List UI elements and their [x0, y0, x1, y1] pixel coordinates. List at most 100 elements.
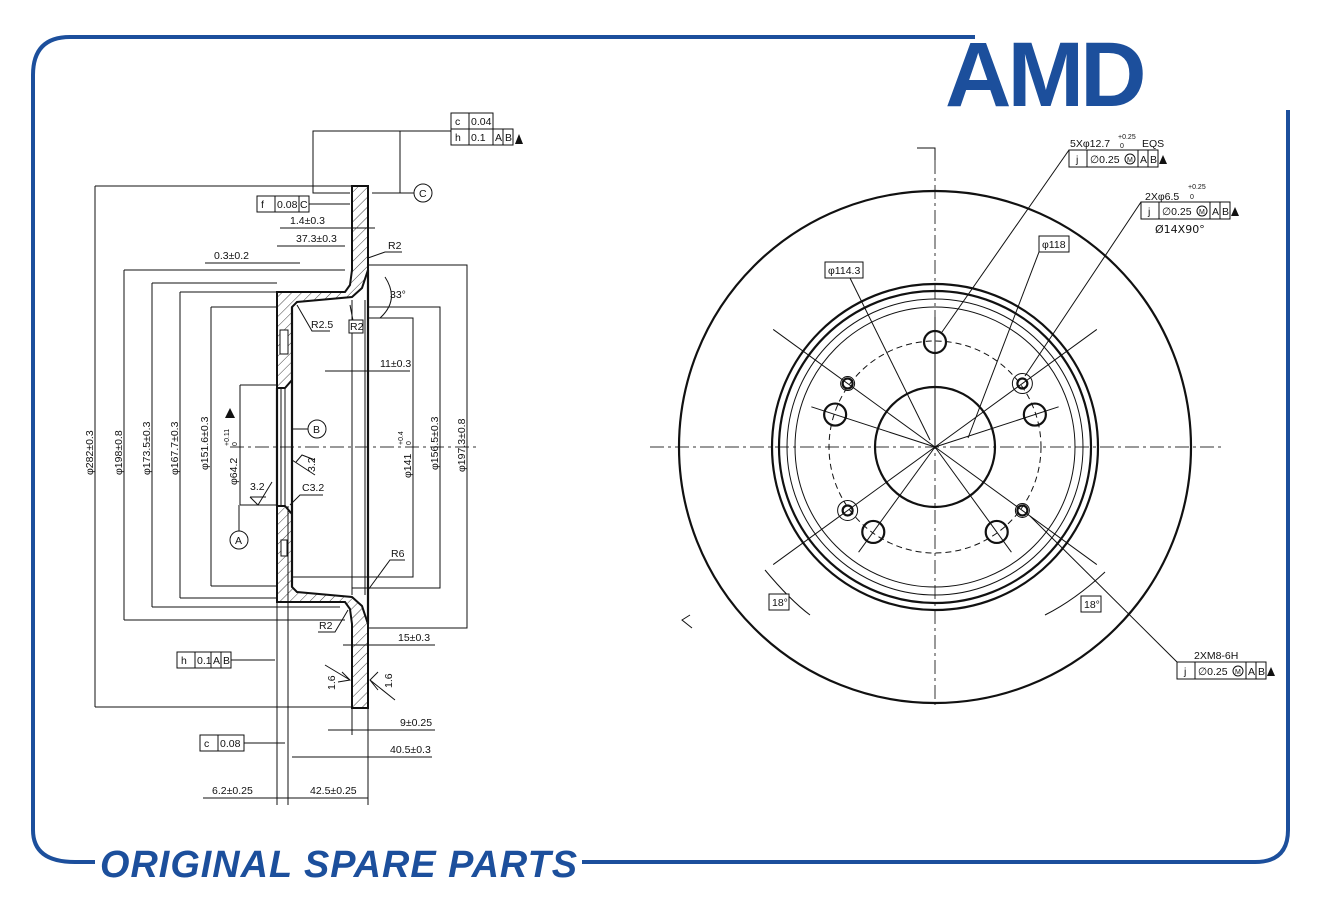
side-section-view: c 0.04 h 0.1 A B C f 0.08 C 1.4±0.3 37.3…	[84, 112, 523, 805]
radial-line	[811, 406, 936, 448]
threaded-hole	[1016, 504, 1029, 517]
svg-text:c: c	[204, 738, 209, 750]
svg-text:∅0.25: ∅0.25	[1162, 206, 1192, 218]
svg-text:0.04: 0.04	[471, 116, 492, 128]
svg-text:A: A	[1140, 154, 1147, 166]
fcf-bolt-holes: j ∅0.25 M A B	[1068, 149, 1167, 168]
svg-text:R2.5: R2.5	[311, 319, 333, 331]
svg-text:B: B	[1258, 666, 1265, 678]
svg-text:R6: R6	[391, 548, 405, 560]
pin-hole	[1016, 377, 1029, 390]
svg-text:∅0.25: ∅0.25	[1090, 154, 1120, 166]
bolt-hole	[861, 519, 886, 545]
svg-text:Ø14X90°: Ø14X90°	[1155, 223, 1205, 236]
svg-text:C3.2: C3.2	[302, 482, 324, 494]
svg-text:φ173.5±0.3: φ173.5±0.3	[141, 421, 153, 475]
svg-text:B: B	[313, 424, 320, 436]
fcf-pin-holes: j ∅0.25 M A B	[1140, 201, 1239, 220]
svg-text:M: M	[1235, 669, 1241, 676]
svg-text:R2: R2	[350, 321, 364, 333]
bolt-circle	[828, 340, 1042, 554]
svg-text:A: A	[213, 655, 220, 667]
original-spare-parts-banner: ORIGINAL SPARE PARTS	[100, 844, 578, 886]
svg-text:φ118: φ118	[1042, 239, 1066, 251]
svg-text:M: M	[1199, 209, 1205, 216]
svg-text:j: j	[1147, 206, 1150, 218]
radial-line	[934, 446, 1098, 565]
svg-text:1.4±0.3: 1.4±0.3	[290, 215, 325, 227]
svg-text:+0.11: +0.11	[224, 429, 231, 446]
svg-text:φ151.6±0.3: φ151.6±0.3	[199, 416, 211, 470]
svg-text:∅0.25: ∅0.25	[1198, 666, 1228, 678]
svg-text:+0.25: +0.25	[1188, 184, 1206, 191]
svg-text:15±0.3: 15±0.3	[398, 632, 430, 644]
svg-text:A: A	[1212, 206, 1219, 218]
svg-text:C: C	[300, 199, 308, 211]
svg-text:9±0.25: 9±0.25	[400, 717, 432, 729]
fcf-threads: j ∅0.25 M A B	[1176, 661, 1275, 680]
svg-text:0.08: 0.08	[220, 738, 241, 750]
svg-text:C: C	[419, 188, 427, 200]
svg-text:A: A	[1248, 666, 1255, 678]
svg-text:φ141: φ141	[402, 454, 414, 478]
svg-text:M: M	[1127, 157, 1133, 164]
svg-text:φ282±0.3: φ282±0.3	[84, 430, 96, 475]
svg-text:φ198±0.8: φ198±0.8	[113, 430, 125, 475]
front-view: 5Xφ12.7 +0.25 0 EQS j ∅0.25 M A B 2Xφ6.5…	[650, 134, 1275, 705]
svg-text:φ197.3±0.8: φ197.3±0.8	[456, 418, 468, 472]
svg-text:0.1: 0.1	[197, 655, 212, 667]
pin-hole	[841, 504, 854, 517]
svg-text:33°: 33°	[390, 289, 406, 301]
svg-text:+0.25: +0.25	[1118, 134, 1136, 141]
disc-outer-edge	[677, 189, 1193, 705]
svg-text:B: B	[505, 132, 512, 144]
svg-text:B: B	[223, 655, 230, 667]
svg-text:18°: 18°	[1084, 599, 1100, 611]
svg-text:EQS: EQS	[1142, 138, 1164, 150]
svg-text:f: f	[261, 199, 264, 211]
svg-text:B: B	[1222, 206, 1229, 218]
svg-text:0: 0	[1120, 143, 1124, 150]
radial-line	[934, 406, 1059, 448]
svg-text:A: A	[235, 535, 242, 547]
svg-text:5Xφ12.7: 5Xφ12.7	[1070, 138, 1110, 150]
hole-outline	[1014, 502, 1030, 518]
svg-text:0: 0	[1190, 194, 1194, 201]
bolt-hole	[1022, 402, 1047, 427]
radial-line	[934, 446, 1012, 553]
svg-text:j: j	[1183, 666, 1186, 678]
svg-text:18°: 18°	[772, 597, 788, 609]
svg-text:0.3±0.2: 0.3±0.2	[214, 250, 249, 262]
svg-text:φ167.7±0.3: φ167.7±0.3	[169, 421, 181, 475]
radial-line	[858, 446, 936, 553]
bolt-hole	[984, 519, 1009, 545]
svg-text:0: 0	[232, 442, 239, 446]
svg-text:2Xφ6.5: 2Xφ6.5	[1145, 191, 1179, 203]
fcf-runout-top: c 0.04 h 0.1 A B	[450, 112, 523, 146]
hole-outline	[1011, 373, 1033, 395]
threaded-hole	[841, 377, 854, 390]
hole-outline	[840, 376, 856, 392]
hole-outline	[837, 499, 859, 521]
svg-text:3.2: 3.2	[250, 481, 265, 493]
svg-text:j: j	[1075, 154, 1078, 166]
bolt-hole	[823, 402, 848, 427]
radial-line	[772, 329, 936, 448]
svg-text:3.2: 3.2	[306, 457, 318, 472]
svg-text:h: h	[455, 132, 461, 144]
fcf-runout-bottom: h 0.1 A B	[176, 651, 232, 669]
svg-text:11±0.3: 11±0.3	[380, 358, 411, 370]
pin-holes	[837, 373, 1033, 521]
fcf-parallelism: c 0.08	[199, 734, 245, 752]
svg-text:1.6: 1.6	[326, 675, 338, 690]
svg-text:c: c	[455, 116, 460, 128]
svg-text:6.2±0.25: 6.2±0.25	[212, 785, 253, 797]
brand-frame	[31, 35, 1290, 864]
svg-text:+0.4: +0.4	[398, 431, 405, 445]
svg-text:R2: R2	[388, 240, 402, 252]
svg-text:0.1: 0.1	[471, 132, 486, 144]
svg-text:B: B	[1150, 154, 1157, 166]
radial-line	[934, 329, 1098, 448]
fcf-flatness: f 0.08 C	[256, 195, 310, 213]
